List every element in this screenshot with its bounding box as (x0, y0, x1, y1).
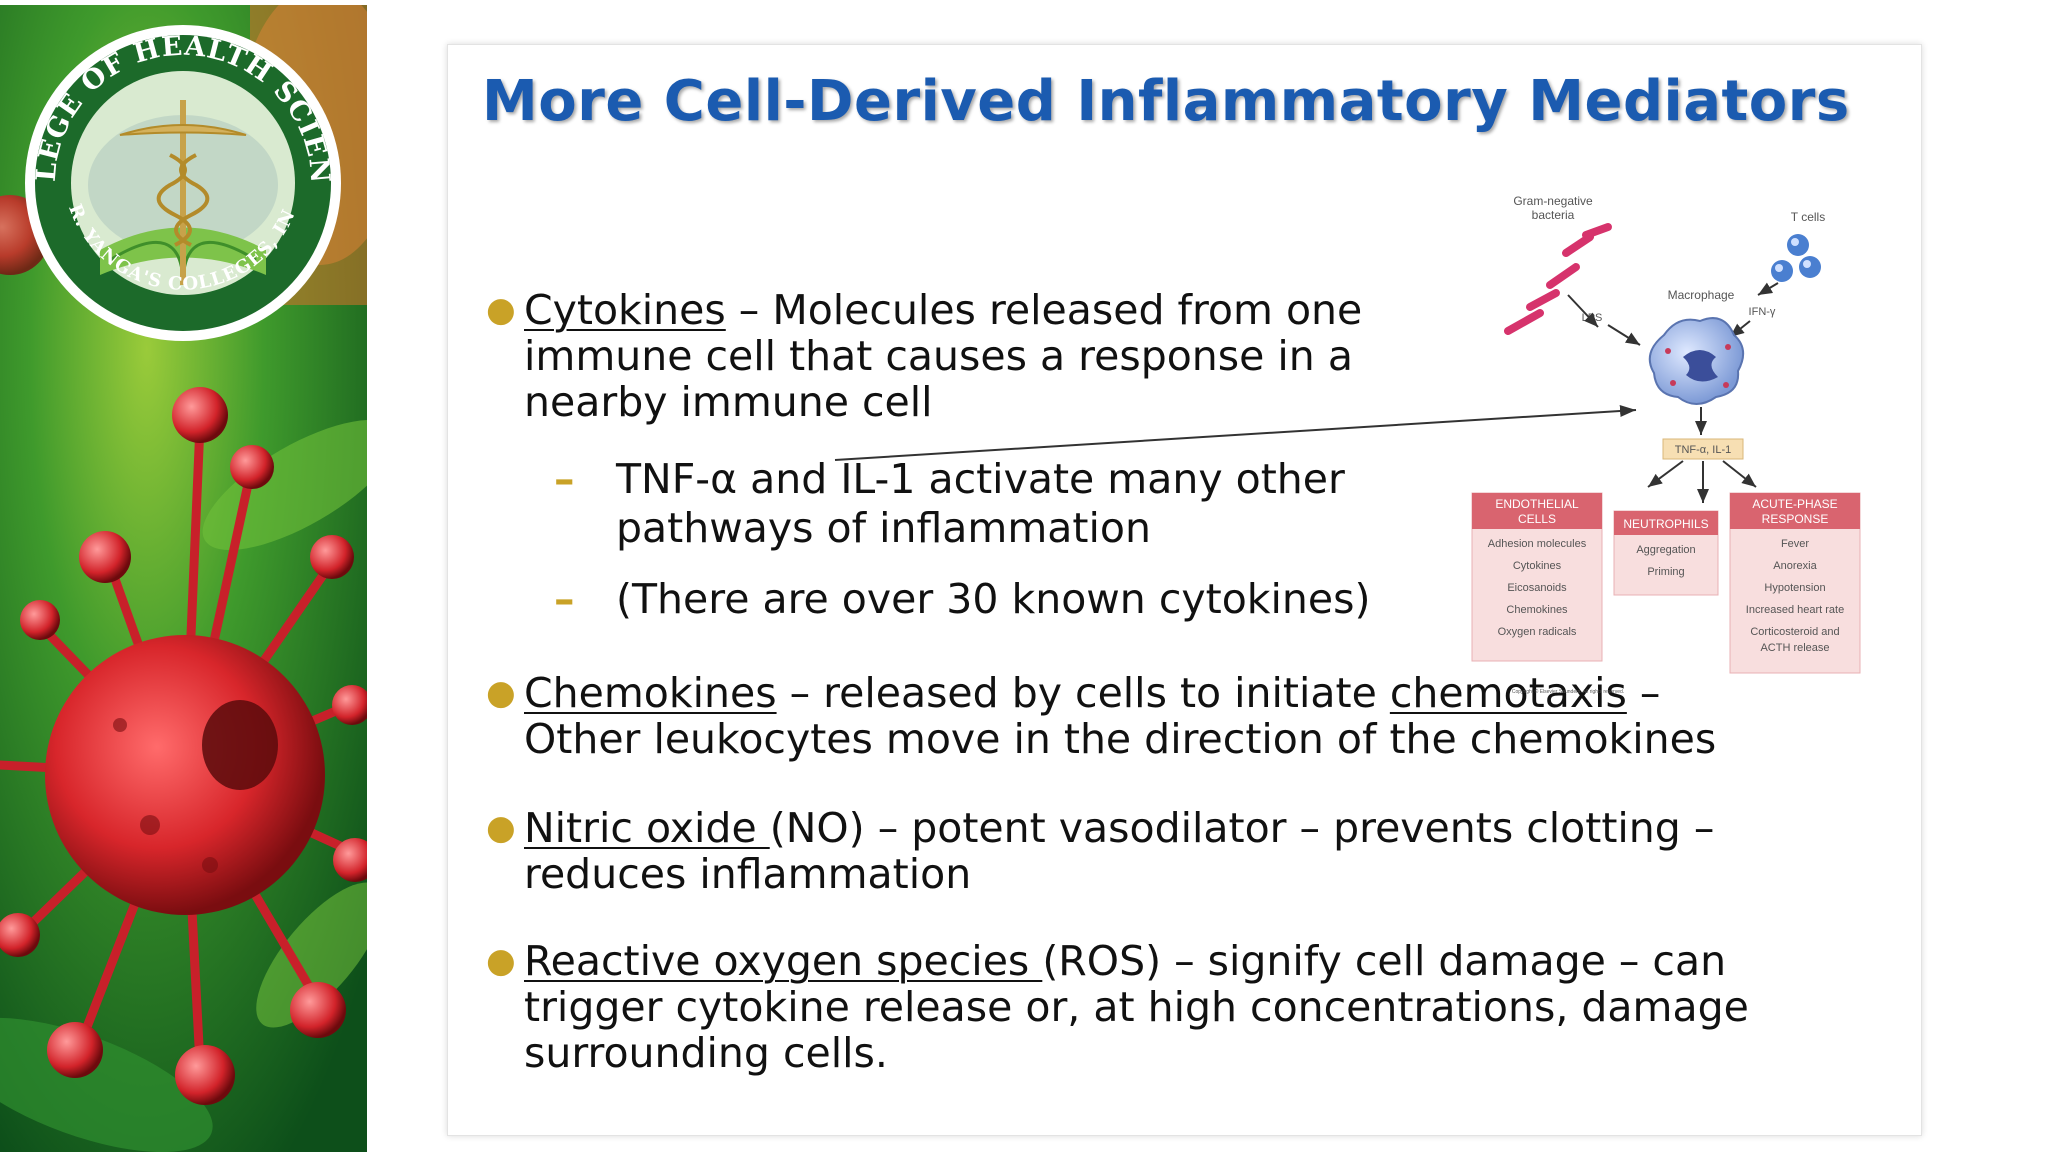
virus-illustration-panel: COLLEGE OF HEALTH SCIENCES DR. YANGA'S C… (0, 5, 367, 1152)
bullet-dot-icon: ● (486, 290, 516, 330)
gram-negative-label-line2: bacteria (1532, 208, 1575, 222)
endothelial-item: Eicosanoids (1507, 582, 1567, 594)
bacteria-icon (1504, 223, 1612, 335)
endothelial-header-line1: ENDOTHELIAL (1495, 497, 1579, 511)
ros-text-line1: (ROS) – signify cell damage – can (1042, 937, 1727, 985)
t-cells-icon (1771, 234, 1821, 282)
bullet-dot-icon: ● (486, 941, 516, 981)
slide-title: More Cell-Derived Inflammatory Mediators (482, 69, 1850, 134)
cytokines-text-line2: immune cell that causes a response in a (524, 332, 1353, 380)
acute-phase-item: Hypotension (1764, 582, 1825, 594)
tnf-il1-label: TNF-α, IL-1 (1675, 444, 1731, 456)
endothelial-header-line2: CELLS (1518, 512, 1556, 526)
chemokines-term: Chemokines (524, 669, 777, 717)
macrophage-label: Macrophage (1668, 288, 1735, 302)
nitric-oxide-term: Nitric oxide (524, 804, 770, 852)
sub-dash-icon: – (554, 455, 575, 503)
bullet-dot-icon: ● (486, 808, 516, 848)
ros-text-line2: trigger cytokine release or, at high con… (524, 983, 1749, 1031)
gram-negative-label-line1: Gram-negative (1513, 194, 1593, 208)
acute-phase-item: Increased heart rate (1746, 604, 1844, 616)
acute-phase-header-line2: RESPONSE (1762, 512, 1829, 526)
bullet-cytokines: ● Cytokines – Molecules released from on… (486, 286, 1363, 426)
tnf-text-line1: TNF-α and IL-1 activate many other (616, 455, 1345, 503)
cytokines-text-line1: – Molecules released from one (725, 286, 1363, 334)
chemotaxis-term: chemotaxis (1389, 669, 1627, 717)
virus-background-image: COLLEGE OF HEALTH SCIENCES DR. YANGA'S C… (0, 5, 367, 1152)
acute-phase-item: Corticosteroid and (1750, 626, 1839, 638)
cytokine-count-text: (There are over 30 known cytokines) (616, 575, 1371, 623)
subbullet-tnf: – TNF-α and IL-1 activate many other pat… (554, 455, 1345, 553)
cytokines-text-line3: nearby immune cell (524, 378, 933, 426)
bullet-ros: ● Reactive oxygen species (ROS) – signif… (486, 937, 1749, 1077)
ros-text-line3: surrounding cells. (524, 1029, 888, 1077)
bullet-dot-icon: ● (486, 673, 516, 713)
diagram-copyright: Copyright © Elsevier Saunders. All right… (1512, 688, 1624, 695)
sub-dash-icon: – (554, 575, 575, 623)
endothelial-item: Chemokines (1506, 604, 1568, 616)
endothelial-item: Cytokines (1513, 560, 1562, 572)
nitric-oxide-text-line1: (NO) – potent vasodilator – prevents clo… (769, 804, 1715, 852)
slide-canvas: More Cell-Derived Inflammatory Mediators… (447, 44, 1922, 1136)
neutrophils-box: NEUTROPHILS Aggregation Priming (1613, 510, 1719, 596)
acute-phase-item: Fever (1781, 538, 1809, 550)
macrophage-icon (1648, 317, 1745, 405)
endothelial-cells-box: ENDOTHELIAL CELLS Adhesion molecules Cyt… (1471, 492, 1603, 662)
acute-phase-header-line1: ACUTE-PHASE (1752, 497, 1837, 511)
subbullet-count: – (There are over 30 known cytokines) (554, 575, 1371, 624)
nitric-oxide-text-line2: reduces inflammation (524, 850, 972, 898)
ros-term: Reactive oxygen species (524, 937, 1043, 985)
bullet-chemokines: ● Chemokines – released by cells to init… (486, 669, 1717, 763)
tnf-il1-box (1662, 438, 1744, 460)
neutrophils-item: Aggregation (1636, 544, 1695, 556)
bullet-nitric-oxide: ● Nitric oxide (NO) – potent vasodilator… (486, 804, 1715, 898)
t-cells-label: T cells (1791, 210, 1825, 224)
acute-phase-box: ACUTE-PHASE RESPONSE Fever Anorexia Hypo… (1729, 492, 1861, 674)
acute-phase-item: ACTH release (1760, 642, 1829, 654)
acute-phase-item: Anorexia (1773, 560, 1817, 572)
endothelial-item: Adhesion molecules (1488, 538, 1587, 550)
cytokines-term: Cytokines (524, 286, 726, 334)
chemokines-text-end: – (1626, 669, 1661, 717)
tnf-text-line2: pathways of inflammation (616, 504, 1151, 552)
neutrophils-item: Priming (1647, 566, 1684, 578)
pointer-arrow (834, 405, 1637, 461)
endothelial-item: Oxygen radicals (1498, 626, 1577, 638)
macrophage-cytokine-diagram: Gram-negative bacteria T cells Macrophag… (1471, 194, 1861, 695)
ifn-label: IFN-γ (1749, 306, 1776, 318)
chemokines-text-line2: Other leukocytes move in the direction o… (524, 715, 1717, 763)
chemokines-text-mid: – released by cells to initiate (776, 669, 1390, 717)
neutrophils-header: NEUTROPHILS (1623, 517, 1708, 531)
